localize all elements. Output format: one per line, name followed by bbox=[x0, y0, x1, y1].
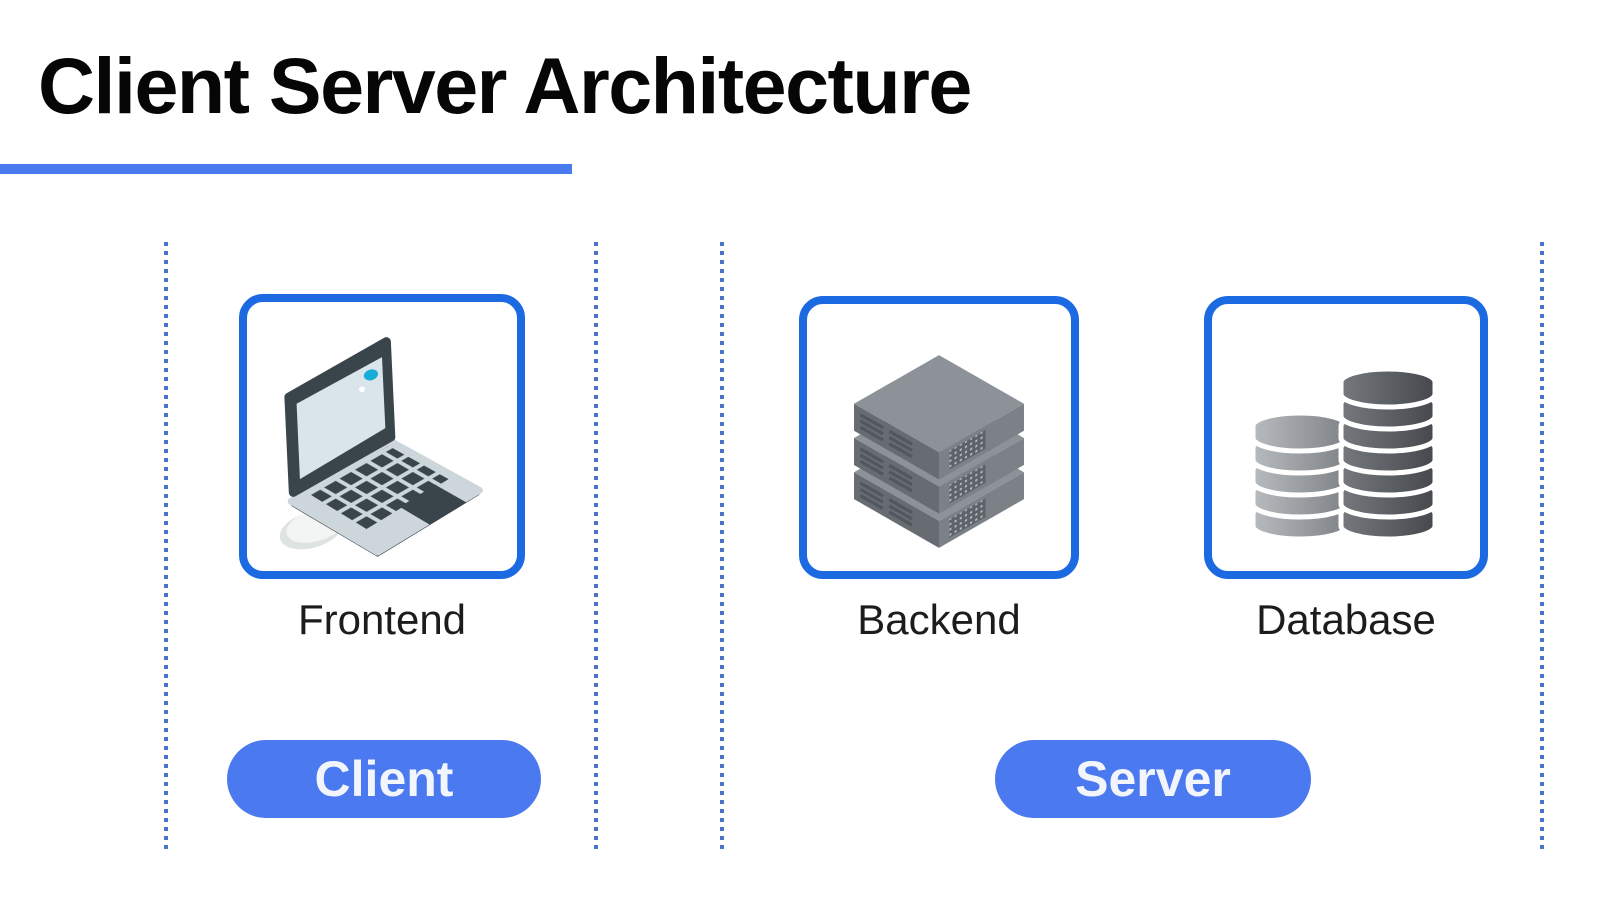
client-zone-right-divider bbox=[594, 242, 598, 854]
server-zone-badge: Server bbox=[995, 740, 1311, 818]
page-title: Client Server Architecture bbox=[38, 41, 972, 130]
title-underline bbox=[0, 164, 572, 174]
client-zone-badge: Client bbox=[227, 740, 541, 818]
node-database bbox=[1204, 296, 1488, 579]
server-zone-right-divider bbox=[1540, 242, 1544, 854]
server-stack-icon bbox=[854, 354, 1024, 548]
node-database-label: Database bbox=[1256, 596, 1436, 643]
laptop-icon bbox=[279, 336, 483, 557]
database-icon bbox=[1250, 366, 1438, 541]
client-zone-left-divider bbox=[164, 242, 168, 854]
node-backend bbox=[799, 296, 1079, 579]
server-zone-left-divider bbox=[720, 242, 724, 854]
node-frontend-label: Frontend bbox=[297, 596, 467, 643]
node-frontend bbox=[239, 294, 525, 579]
node-backend-label: Backend bbox=[857, 596, 1021, 643]
